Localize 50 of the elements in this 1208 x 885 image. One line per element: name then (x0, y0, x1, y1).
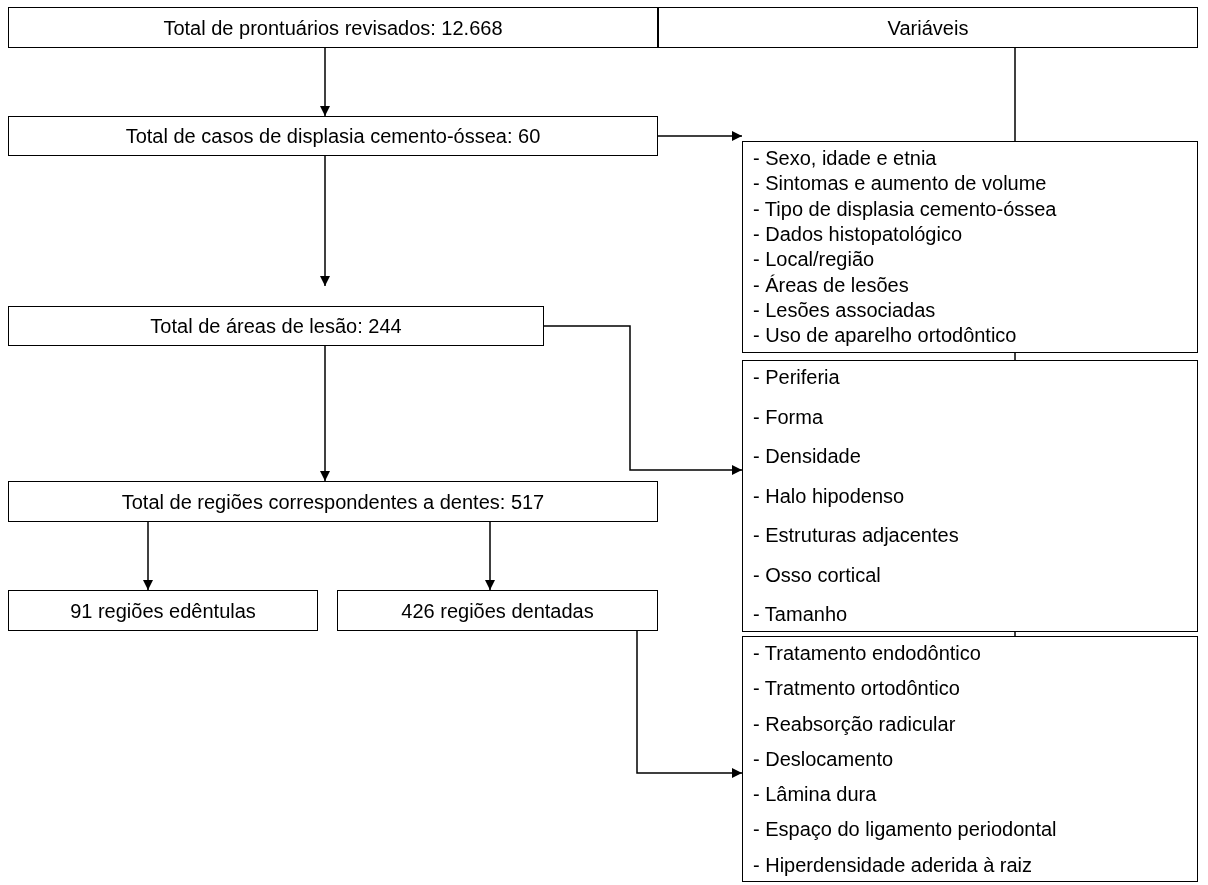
list-item: - Sintomas e aumento de volume (753, 171, 1047, 196)
arrow (657, 131, 743, 141)
arrow (485, 521, 495, 591)
process-box (8, 481, 658, 522)
connector-line (1014, 631, 1016, 637)
box-label: 91 regiões edêntulas (70, 598, 256, 623)
list-item: - Osso cortical (753, 562, 881, 588)
list-item: - Lâmina dura (753, 782, 877, 807)
arrow (320, 47, 330, 117)
list-item: - Reabsorção radicular (753, 711, 956, 736)
process-box (337, 590, 658, 631)
arrow (320, 155, 330, 287)
list-item: - Estruturas adjacentes (753, 523, 959, 548)
process-box (658, 7, 1198, 48)
list-item: - Tratmento ortodôntico (753, 676, 960, 701)
process-box (8, 7, 658, 48)
list-item: - Espaço do ligamento periodontal (753, 817, 1057, 842)
connector-line (1014, 47, 1016, 142)
box-label: Total de áreas de lesão: 244 (150, 314, 402, 338)
box-label: Total de prontuários revisados: 12.668 (163, 15, 503, 40)
list-box (742, 141, 1198, 353)
list-item: - Lesões associadas (753, 298, 936, 323)
list-box (742, 360, 1198, 632)
box-label: Variáveis (887, 15, 969, 40)
arrow (636, 630, 743, 778)
list-item: - Áreas de lesões (753, 272, 909, 298)
arrow (543, 325, 743, 475)
list-item: - Periferia (753, 365, 840, 390)
box-label: Total de casos de displasia cemento-óssea: 60 (125, 124, 541, 148)
arrow (143, 521, 153, 591)
connector-line (1014, 352, 1016, 361)
process-box (8, 306, 544, 346)
box-label: Total de regiões correspondentes a dentes: 517 (121, 489, 545, 514)
list-item: - Sexo, idade e etnia (753, 146, 937, 171)
list-item: - Densidade (753, 444, 861, 469)
list-item: - Tratamento endodôntico (753, 641, 981, 666)
list-item: - Tamanho (753, 602, 848, 627)
list-item: - Deslocamento (753, 746, 894, 772)
list-item: - Dados histopatológico (753, 222, 962, 247)
list-item: - Tipo de displasia cemento-óssea (753, 196, 1057, 222)
list-item: - Hiperdensidade aderida à raiz (753, 852, 1033, 877)
process-box (8, 590, 318, 631)
list-item: - Uso de aparelho ortodôntico (753, 323, 1017, 348)
list-item: - Local/região (753, 247, 875, 272)
box-label: 426 regiões dentadas (401, 598, 594, 623)
list-item: - Halo hipodenso (753, 483, 905, 509)
arrow (320, 345, 330, 482)
process-box (8, 116, 658, 156)
list-item: - Forma (753, 404, 823, 430)
list-box (742, 636, 1198, 882)
